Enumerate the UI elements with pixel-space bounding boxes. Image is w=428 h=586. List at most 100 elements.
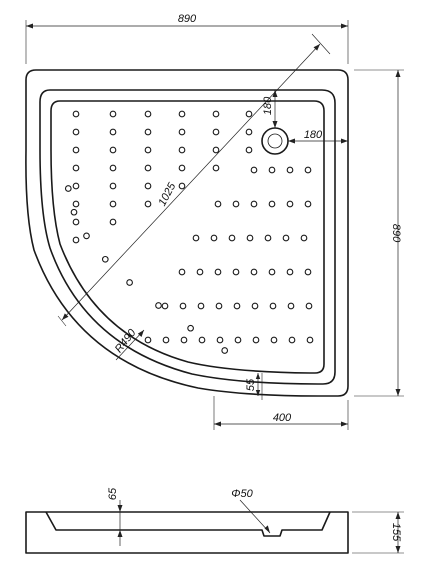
drain-hole bbox=[72, 236, 80, 244]
drain-hole bbox=[162, 336, 170, 344]
drain-hole bbox=[212, 146, 220, 154]
drain-hole bbox=[269, 302, 277, 310]
drain-hole bbox=[109, 110, 117, 118]
drain-hole bbox=[214, 268, 222, 276]
drain-hole bbox=[304, 200, 312, 208]
drain-pattern bbox=[64, 110, 314, 354]
drain-hole bbox=[198, 336, 206, 344]
drain-hole bbox=[210, 234, 218, 242]
drain-hole bbox=[304, 268, 312, 276]
drain-hole bbox=[187, 324, 194, 332]
drain-hole bbox=[250, 268, 258, 276]
drain-hole bbox=[215, 302, 223, 310]
drain-hole bbox=[305, 302, 313, 310]
drain-hole bbox=[83, 232, 90, 240]
tray-rim-outline bbox=[39, 89, 336, 385]
dim-rim-width: 55 bbox=[245, 378, 257, 391]
drain-hole bbox=[144, 200, 152, 208]
drain-hole bbox=[288, 336, 296, 344]
drain-hole bbox=[214, 200, 222, 208]
drain-hole bbox=[144, 336, 152, 344]
drain-hole bbox=[161, 302, 169, 310]
drain-hole bbox=[286, 268, 294, 276]
drain-hole bbox=[126, 279, 133, 286]
drain-hole bbox=[216, 336, 224, 344]
dim-straight-side: 400 bbox=[273, 412, 292, 424]
drain-hole bbox=[109, 146, 117, 154]
dim-line-diagonal bbox=[61, 43, 321, 321]
drain-hole bbox=[306, 336, 314, 344]
drain-hole bbox=[246, 234, 254, 242]
drain-hole bbox=[72, 110, 80, 118]
drain-hole bbox=[109, 200, 117, 208]
drain-hole bbox=[109, 128, 117, 136]
drain-hole bbox=[234, 336, 242, 344]
drain-hole bbox=[109, 218, 117, 226]
drain-hole bbox=[228, 234, 236, 242]
drain-hole bbox=[179, 302, 187, 310]
drain-hole bbox=[144, 110, 152, 118]
drain-hole bbox=[304, 166, 312, 174]
drain-hole bbox=[221, 347, 229, 354]
drain-hole bbox=[300, 234, 308, 242]
basin-outline bbox=[50, 100, 325, 374]
drain-hole bbox=[232, 200, 240, 208]
drain-hole bbox=[144, 128, 152, 136]
drain-hole bbox=[72, 164, 80, 172]
drain-hole bbox=[192, 234, 200, 242]
drain-hole bbox=[144, 164, 152, 172]
drain-hole bbox=[212, 164, 220, 172]
drain-hole bbox=[64, 185, 72, 192]
drain-hole bbox=[180, 336, 188, 344]
dim-drain-vertical: 180 bbox=[262, 96, 274, 115]
drain-hole bbox=[70, 208, 78, 216]
drain-hole bbox=[178, 146, 186, 154]
drain-hole bbox=[144, 182, 152, 190]
drain-hole bbox=[268, 200, 276, 208]
drain-hole bbox=[212, 128, 220, 136]
drain-hole bbox=[178, 164, 186, 172]
drain-hole bbox=[212, 110, 220, 118]
drain-hole bbox=[233, 302, 241, 310]
dim-diagonal: 1025 bbox=[156, 180, 178, 208]
drain-hole bbox=[72, 200, 80, 208]
plan-view: 890 890 1025 180 180 R490 55 bbox=[25, 13, 404, 430]
drain-inner bbox=[267, 133, 283, 149]
drain-hole bbox=[196, 268, 204, 276]
drain-hole bbox=[282, 234, 290, 242]
side-basin-profile bbox=[45, 511, 331, 537]
drain-hole bbox=[72, 218, 80, 226]
dim-top-width: 890 bbox=[178, 13, 197, 25]
drain-hole bbox=[245, 110, 253, 118]
drain-outer bbox=[261, 127, 289, 155]
drain-hole bbox=[197, 302, 205, 310]
drain-hole bbox=[144, 146, 152, 154]
drain-hole bbox=[155, 302, 162, 309]
drain-hole bbox=[178, 182, 186, 190]
side-outline bbox=[25, 511, 349, 554]
tray-outer-outline bbox=[25, 69, 349, 397]
dim-line-drain-diameter bbox=[239, 499, 271, 534]
drain-hole bbox=[270, 336, 278, 344]
drain-hole bbox=[264, 234, 272, 242]
drain-hole bbox=[109, 164, 117, 172]
drain-hole bbox=[286, 166, 294, 174]
dim-side-depth: 65 bbox=[107, 487, 119, 500]
dim-drain-horizontal: 180 bbox=[304, 129, 323, 141]
drain-hole bbox=[101, 255, 109, 263]
drain-hole bbox=[178, 268, 186, 276]
drain-hole bbox=[252, 336, 260, 344]
drain-hole bbox=[268, 166, 276, 174]
drain-hole bbox=[250, 166, 258, 174]
dim-drain-diameter: Φ50 bbox=[231, 488, 253, 500]
drain-hole bbox=[178, 128, 186, 136]
drain-hole bbox=[286, 200, 294, 208]
drain-hole bbox=[268, 268, 276, 276]
drain-hole bbox=[245, 128, 253, 136]
drain-hole bbox=[72, 182, 80, 190]
dim-right-height: 890 bbox=[390, 224, 402, 243]
dim-side-height: 155 bbox=[390, 523, 402, 542]
drain-hole bbox=[287, 302, 295, 310]
drain-hole bbox=[72, 146, 80, 154]
